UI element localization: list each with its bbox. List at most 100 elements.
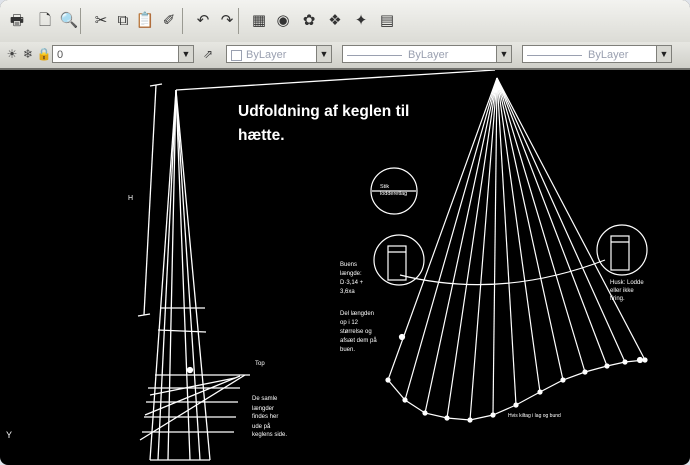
redo-icon[interactable]: ↷: [220, 11, 234, 29]
chevron-down-icon[interactable]: ▼: [178, 46, 193, 62]
properties-toolbar: ☀ ❄ 🔒 0 ▼ ⇗ ByLayer ▼ ByLayer ▼ ByLayer …: [0, 42, 690, 70]
layer-dropdown[interactable]: 0 ▼: [52, 45, 194, 63]
fan-ray: [424, 77, 498, 414]
arc-point: [398, 333, 406, 341]
fan-ray: [446, 77, 498, 419]
detail-circles: [370, 167, 648, 286]
detail-rect: [610, 235, 630, 271]
division-point: [513, 402, 519, 408]
sheet-set-icon[interactable]: ❖: [328, 11, 342, 29]
linetype-dropdown[interactable]: ByLayer ▼: [342, 45, 512, 63]
layer-on-icon[interactable]: ☀: [6, 47, 18, 61]
dimension-tick: [137, 313, 151, 317]
cone-inner-line: [175, 89, 201, 461]
properties-icon[interactable]: ◉: [276, 11, 290, 29]
color-value: ByLayer: [246, 49, 287, 61]
match-properties-icon[interactable]: ✐: [162, 11, 176, 29]
tool-palette-icon[interactable]: ✿: [302, 11, 316, 29]
fan-ray: [492, 77, 498, 416]
tip-label: Top: [255, 361, 265, 367]
chevron-down-icon[interactable]: ▼: [656, 46, 671, 62]
cone-right-edge: [175, 89, 211, 461]
fan-ray: [496, 77, 586, 373]
layer-lock-icon[interactable]: 🔒: [36, 47, 52, 61]
detail-circle-right: [596, 224, 648, 276]
bottom-right-note: Hvis kiltag i lag og bund: [508, 413, 561, 419]
layer-value: 0: [57, 49, 64, 61]
dimension-tick: [149, 83, 163, 87]
division-point: [490, 412, 496, 418]
division-point: [622, 359, 628, 365]
division-point: [385, 377, 391, 383]
undo-icon[interactable]: ↶: [196, 11, 210, 29]
fan-ray: [496, 77, 541, 393]
division-point: [537, 389, 543, 395]
fan-ray: [496, 77, 646, 361]
copy-icon[interactable]: ⧉: [117, 11, 129, 29]
projection-label-1: De samle: [252, 396, 278, 402]
toolbar-separator: [80, 8, 81, 34]
lineweight-dropdown[interactable]: ByLayer ▼: [522, 45, 672, 63]
left-cone: [137, 70, 496, 461]
top-connector: [175, 70, 496, 91]
layer-freeze-icon[interactable]: ❄: [22, 47, 34, 61]
detail-circle-top: [370, 167, 418, 215]
detail-rect: [387, 245, 407, 281]
fan-ray: [496, 77, 564, 381]
fan-ray: [387, 77, 498, 381]
projection-line: [149, 377, 236, 396]
cone-node: [186, 366, 194, 374]
division-point: [402, 397, 408, 403]
print-preview-icon[interactable]: 🗋: [38, 11, 52, 29]
fan-ray: [496, 77, 608, 367]
detail-circle-middle: [373, 234, 425, 286]
drawing-title-line1: Udfoldning af keglen til: [238, 103, 409, 120]
chevron-down-icon[interactable]: ▼: [496, 46, 511, 62]
cone-section-line: [157, 329, 207, 333]
division-point: [604, 363, 610, 369]
cut-icon[interactable]: ✂: [94, 11, 108, 29]
print-icon[interactable]: 🖶: [9, 11, 25, 29]
calculator-icon[interactable]: ▤: [379, 11, 395, 29]
projection-line: [139, 374, 246, 441]
toolbar-separator: [238, 8, 239, 34]
projection-line: [144, 375, 241, 416]
paste-icon[interactable]: 📋: [135, 11, 155, 29]
division-point: [467, 417, 473, 423]
arc-point: [636, 356, 644, 364]
linetype-value: ByLayer: [408, 49, 449, 61]
drawing-title-line2: hætte.: [238, 127, 285, 144]
unfolded-cone: [385, 77, 648, 423]
division-point: [444, 415, 450, 421]
fan-ray: [404, 77, 498, 401]
cone-inner-line: [167, 89, 177, 461]
division-point: [560, 377, 566, 383]
color-dropdown[interactable]: ByLayer ▼: [226, 45, 332, 63]
markup-icon[interactable]: ✦: [354, 11, 368, 29]
unfolded-arc: [399, 259, 606, 286]
division-point: [582, 369, 588, 375]
make-current-layer-icon[interactable]: ⇗: [202, 47, 214, 61]
height-label: H: [128, 195, 133, 202]
toolbar-separator: [182, 8, 183, 34]
design-center-icon[interactable]: ▦: [251, 11, 267, 29]
fan-ray: [496, 77, 626, 363]
find-icon[interactable]: 🔍: [59, 11, 79, 29]
standard-toolbar: 🖶 🗋 🔍 ✂ ⧉ 📋 ✐ ↶ ↷ ▦ ◉ ✿ ❖ ✦ ▤: [0, 0, 690, 43]
chevron-down-icon[interactable]: ▼: [316, 46, 331, 62]
division-point: [422, 410, 428, 416]
lineweight-value: ByLayer: [588, 49, 629, 61]
drawing-canvas[interactable]: Udfoldning af keglen til hætte. H Top St…: [0, 70, 690, 465]
y-axis-label: Y: [6, 430, 12, 440]
fan-ray: [496, 77, 517, 406]
fan-ray: [469, 77, 498, 421]
division-point: [642, 357, 648, 363]
cone-center-line: [175, 89, 191, 461]
cone-inner-line: [157, 89, 177, 461]
